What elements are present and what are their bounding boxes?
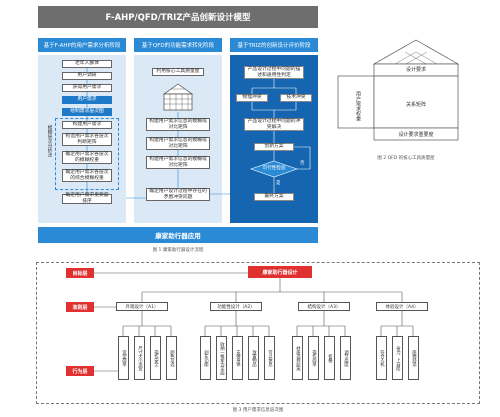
- action-node-a2-1: 刹车功能: [200, 336, 211, 380]
- layer-action: 行为层: [66, 366, 94, 376]
- criteria-node-a2: 功能性设计（A2）: [210, 302, 262, 311]
- figure3-caption: 图 3 用户需求信息层次图: [232, 408, 284, 413]
- hoq-design-requirements-label: 设计要求: [405, 67, 426, 73]
- figure1-title: F-AHP/QFD/TRIZ产品创新设计模型: [38, 6, 318, 28]
- col3-step-feasibility: 可行性检验: [262, 166, 286, 171]
- action-node-a1-3: 操作安全: [150, 336, 161, 380]
- figure1-application-bar: 康家助行器应用: [38, 227, 318, 243]
- figure1-connectors: [0, 0, 500, 260]
- action-node-a2-3: 支撑身体: [232, 336, 243, 380]
- hoq-design-importance-label: 设计要求重要度: [398, 132, 434, 138]
- column-header-3: 基于TRIZ的创新设计评价阶段: [230, 38, 318, 52]
- col1-step-hierarchy: 绘制需求层次图: [62, 108, 112, 116]
- action-node-a3-3: 折叠: [324, 336, 335, 380]
- criteria-node-a4: 体验设计（A4）: [376, 302, 428, 311]
- action-node-a4-1: 符合人机: [376, 336, 387, 380]
- col2-step-matrix-b: 构建用户需求信息的模糊或对比矩阵: [146, 137, 210, 150]
- col1-step-build: 构建用户需求: [62, 121, 112, 129]
- criteria-node-a1: 外观设计（A1）: [116, 302, 168, 311]
- col1-step-survey: 用户调研: [62, 72, 112, 80]
- action-node-a3-2: 操作简单: [308, 336, 319, 380]
- col2-step-hoq: 利用核心工具质量屋: [152, 68, 204, 76]
- house-of-quality-icon: [162, 83, 194, 111]
- action-node-a2-4: 放置物品: [248, 336, 259, 380]
- col2-step-conflict: 确定用户设计过程中存在的矛盾冲突问题: [146, 188, 210, 201]
- action-node-a1-1: 造型简单: [118, 336, 129, 380]
- layer-goal: 目标层: [66, 268, 94, 278]
- column-header-1: 基于F-AHP的用户需求分析阶段: [38, 38, 126, 52]
- col3-step-describe: 产品设计过程中问题的描述和通用性判定: [244, 66, 304, 79]
- column-header-2: 基于QFD的功能需求转化阶段: [134, 38, 222, 52]
- col3-step-technical: 技术冲突: [280, 94, 312, 102]
- action-node-a4-2: 省力、上台阶: [392, 336, 403, 380]
- col3-step-innovative: 创新方案: [254, 143, 294, 151]
- col1-step-get-needs: 获得用户需求: [62, 84, 112, 92]
- action-node-a2-2: 收纳一推车为平面: [216, 336, 227, 380]
- criteria-node-a3: 结构设计（A3）: [298, 302, 350, 311]
- decision-no-label: 否: [300, 161, 305, 166]
- col2-step-matrix-c: 构建用户需求信息的模糊或对比矩阵: [146, 156, 210, 169]
- house-of-quality-diagram: [337, 39, 460, 141]
- col1-step-fuzzy-weight: 确定用户需求各层次的模糊权重: [62, 151, 112, 164]
- layer-criteria: 准则层: [66, 302, 94, 312]
- action-node-a4-3: 座椅舒适: [408, 336, 419, 380]
- col1-step-ranking: 确定用户需求重要度排序: [62, 193, 112, 204]
- col1-step-needs: 用户需求: [62, 96, 112, 104]
- col1-step-elderly: 老年人群体: [62, 60, 112, 68]
- col3-step-physical: 物理冲突: [236, 94, 268, 102]
- action-node-a1-4: 颜色可选: [166, 336, 177, 380]
- goal-node: 康家助行器设计: [248, 266, 312, 278]
- decision-yes-label: 是: [276, 181, 281, 186]
- col2-step-matrix-a: 构建用户需求信息的模糊或对比矩阵: [146, 118, 210, 131]
- action-node-a1-2: 尺寸大小适宜: [134, 336, 145, 380]
- action-node-a3-4: 调节高度: [340, 336, 351, 380]
- hoq-user-weight-label: 用户需求权重: [355, 91, 361, 121]
- col3-step-resolve: 产品设计过程中问题的冲突解决: [244, 118, 304, 131]
- col1-side-label: 模糊层次分析法: [47, 125, 52, 158]
- figure3-frame: [36, 262, 480, 404]
- figure2-caption: 图 2 QFD 的核心工具质量屋: [377, 156, 435, 161]
- hoq-relation-matrix-label: 关系矩阵: [405, 102, 426, 108]
- col1-step-matrix: 构造用户需求各层次判断矩阵: [62, 133, 112, 146]
- action-node-a3-1: 材质选择耐用: [292, 336, 303, 380]
- action-node-a2-5: 可以休息: [264, 336, 275, 380]
- col1-step-overall-weight: 确定用户需求各层次的综合模糊权重: [62, 169, 112, 182]
- col3-step-final: 最终方案: [254, 193, 294, 201]
- figure1-caption: 图 1 康家助行器设计流程: [152, 248, 204, 253]
